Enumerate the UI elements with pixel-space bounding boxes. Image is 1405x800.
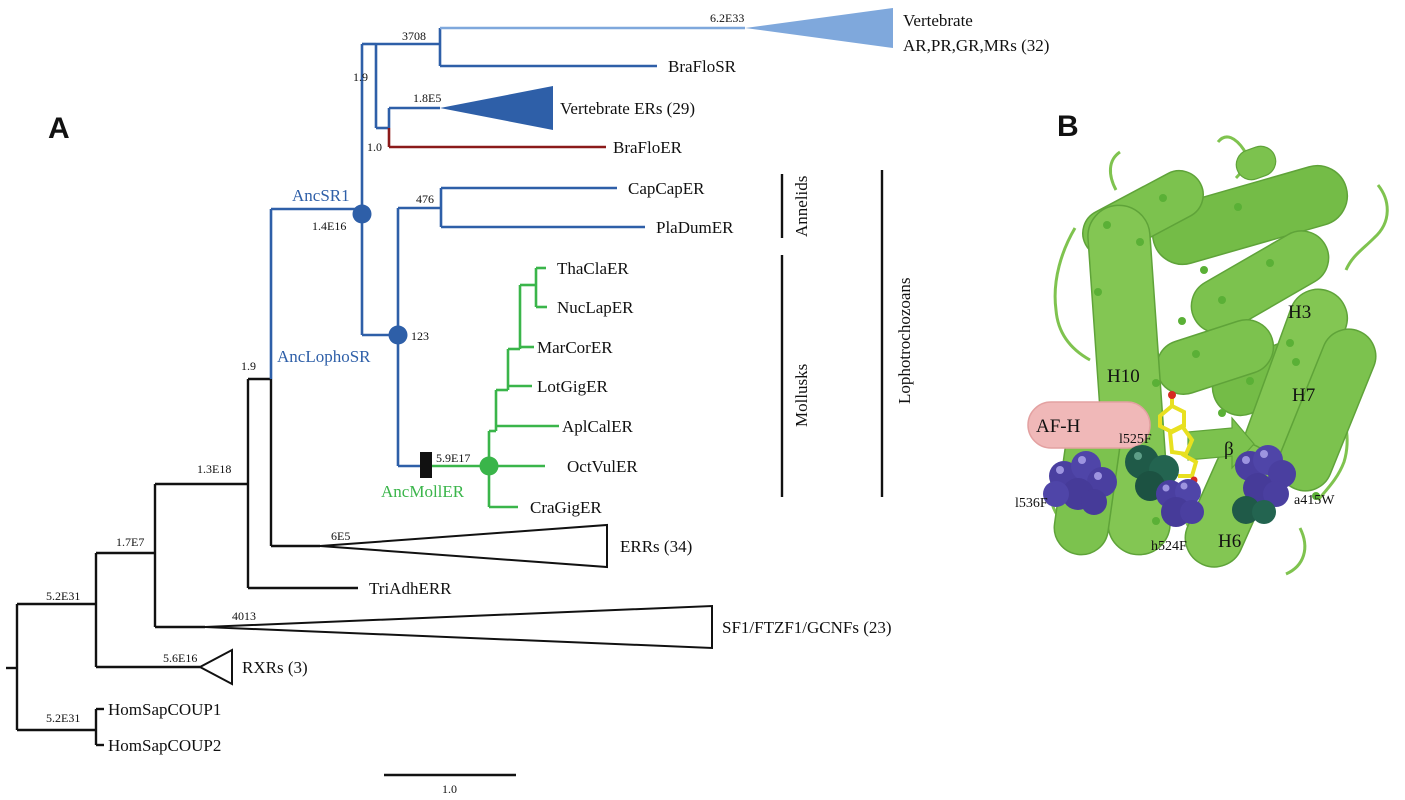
label-h3: H3 <box>1288 302 1311 323</box>
ancsr1-node-marker <box>352 204 372 224</box>
tip-capcaper: CapCapER <box>628 179 705 198</box>
ligand-estradiol <box>1158 391 1199 484</box>
support-3708: 3708 <box>402 29 426 43</box>
tip-vert-ar-line2: AR,PR,GR,MRs (32) <box>903 36 1049 55</box>
structure-labels: AF-H H10 H3 H7 H6 β l525F l536F h524F a4… <box>1015 302 1335 554</box>
label-h7: H7 <box>1292 385 1315 406</box>
label-beta: β <box>1224 439 1234 460</box>
support-1-3e18: 1.3E18 <box>197 462 231 476</box>
ancmoller-node-marker <box>479 456 499 476</box>
rxrs-clade <box>197 648 233 686</box>
tip-errs: ERRs (34) <box>620 537 692 556</box>
anclophosr-node-marker <box>388 325 408 345</box>
tree-red-branches <box>387 128 606 149</box>
tip-pladumer: PlaDumER <box>656 218 734 237</box>
node-label-anclophosr: AncLophoSR <box>277 347 371 366</box>
errs-clade <box>319 523 608 569</box>
scale-bar-label: 1.0 <box>442 782 457 796</box>
clade-label-mollusks: Mollusks <box>792 364 811 427</box>
residue-l536f-spheres <box>1043 451 1117 515</box>
tip-cragiger: CraGigER <box>530 498 602 517</box>
residue-a415w-spheres <box>1232 445 1296 524</box>
tip-labels: Vertebrate AR,PR,GR,MRs (32) BraFloSR Ve… <box>108 11 1049 755</box>
tip-vert-ar-line1: Vertebrate <box>903 11 973 30</box>
af-h-helix <box>1027 401 1151 449</box>
support-5-2e31b: 5.2E31 <box>46 711 80 725</box>
support-5-9e17: 5.9E17 <box>436 451 470 465</box>
label-h6: H6 <box>1218 531 1241 552</box>
tip-braflosr: BraFloSR <box>668 57 737 76</box>
tip-coup2: HomSapCOUP2 <box>108 736 221 755</box>
support-5-6e16: 5.6E16 <box>163 651 197 665</box>
tip-lotgiger: LotGigER <box>537 377 608 396</box>
clade-label-lophotrochozoans: Lophotrochozoans <box>895 277 914 404</box>
sf1-clade <box>204 604 713 650</box>
tip-bractoer: BraFloER <box>613 138 683 157</box>
tip-rxrs: RXRs (3) <box>242 658 308 677</box>
label-af-h: AF-H <box>1036 416 1081 437</box>
tree-black-branches <box>6 377 358 747</box>
support-476: 476 <box>416 192 434 206</box>
label-l536f: l536F <box>1015 496 1048 511</box>
tip-marcorer: MarCorER <box>537 338 613 357</box>
tip-aplcaler: AplCalER <box>562 417 633 436</box>
support-1-9a: 1.9 <box>353 70 368 84</box>
tip-thaclaer: ThaClaER <box>557 259 629 278</box>
panel-label-b: B <box>1057 110 1079 143</box>
tip-coup1: HomSapCOUP1 <box>108 700 221 719</box>
tip-sf1: SF1/FTZF1/GCNFs (23) <box>722 618 892 637</box>
support-1-4e16: 1.4E16 <box>312 219 346 233</box>
node-label-ancsr1: AncSR1 <box>292 186 350 205</box>
panel-label-a: A <box>48 112 70 145</box>
vert-er-clade <box>440 86 553 130</box>
tip-vert-er: Vertebrate ERs (29) <box>560 99 695 118</box>
helix-h7-cylinder <box>1277 328 1377 492</box>
support-1-8e5: 1.8E5 <box>413 91 441 105</box>
node-label-ancmoller: AncMollER <box>381 482 465 501</box>
support-5-2e31a: 5.2E31 <box>46 589 80 603</box>
support-4013: 4013 <box>232 609 256 623</box>
support-1-9b: 1.9 <box>241 359 256 373</box>
clade-brackets <box>780 170 884 497</box>
tip-triadherr: TriAdhERR <box>369 579 452 598</box>
clade-label-annelids: Annelids <box>792 176 811 237</box>
support-6e5: 6E5 <box>331 529 350 543</box>
support-1-0: 1.0 <box>367 140 382 154</box>
support-123: 123 <box>411 329 429 343</box>
label-h10: H10 <box>1107 366 1140 387</box>
tip-nuclaper: NucLapER <box>557 298 634 317</box>
tree-collapsed-black <box>197 523 713 686</box>
protein-structure <box>1027 135 1389 576</box>
label-h524f: h524F <box>1151 539 1187 554</box>
support-1-7e7: 1.7E7 <box>116 535 144 549</box>
tree-blue-branches <box>269 28 657 468</box>
tip-octvuler: OctVulER <box>567 457 638 476</box>
residue-l525f-spheres <box>1125 445 1179 501</box>
tree-green-branches <box>428 266 559 509</box>
support-values: 6.2E33 3708 1.9 1.8E5 1.0 1.4E16 476 123… <box>46 11 744 725</box>
black-bar-marker <box>420 452 432 478</box>
vert-ar-clade <box>745 8 893 48</box>
residue-h524f-spheres <box>1156 479 1204 527</box>
label-l525f: l525F <box>1119 432 1152 447</box>
support-6-2e33: 6.2E33 <box>710 11 744 25</box>
label-a415w: a415W <box>1294 493 1335 508</box>
